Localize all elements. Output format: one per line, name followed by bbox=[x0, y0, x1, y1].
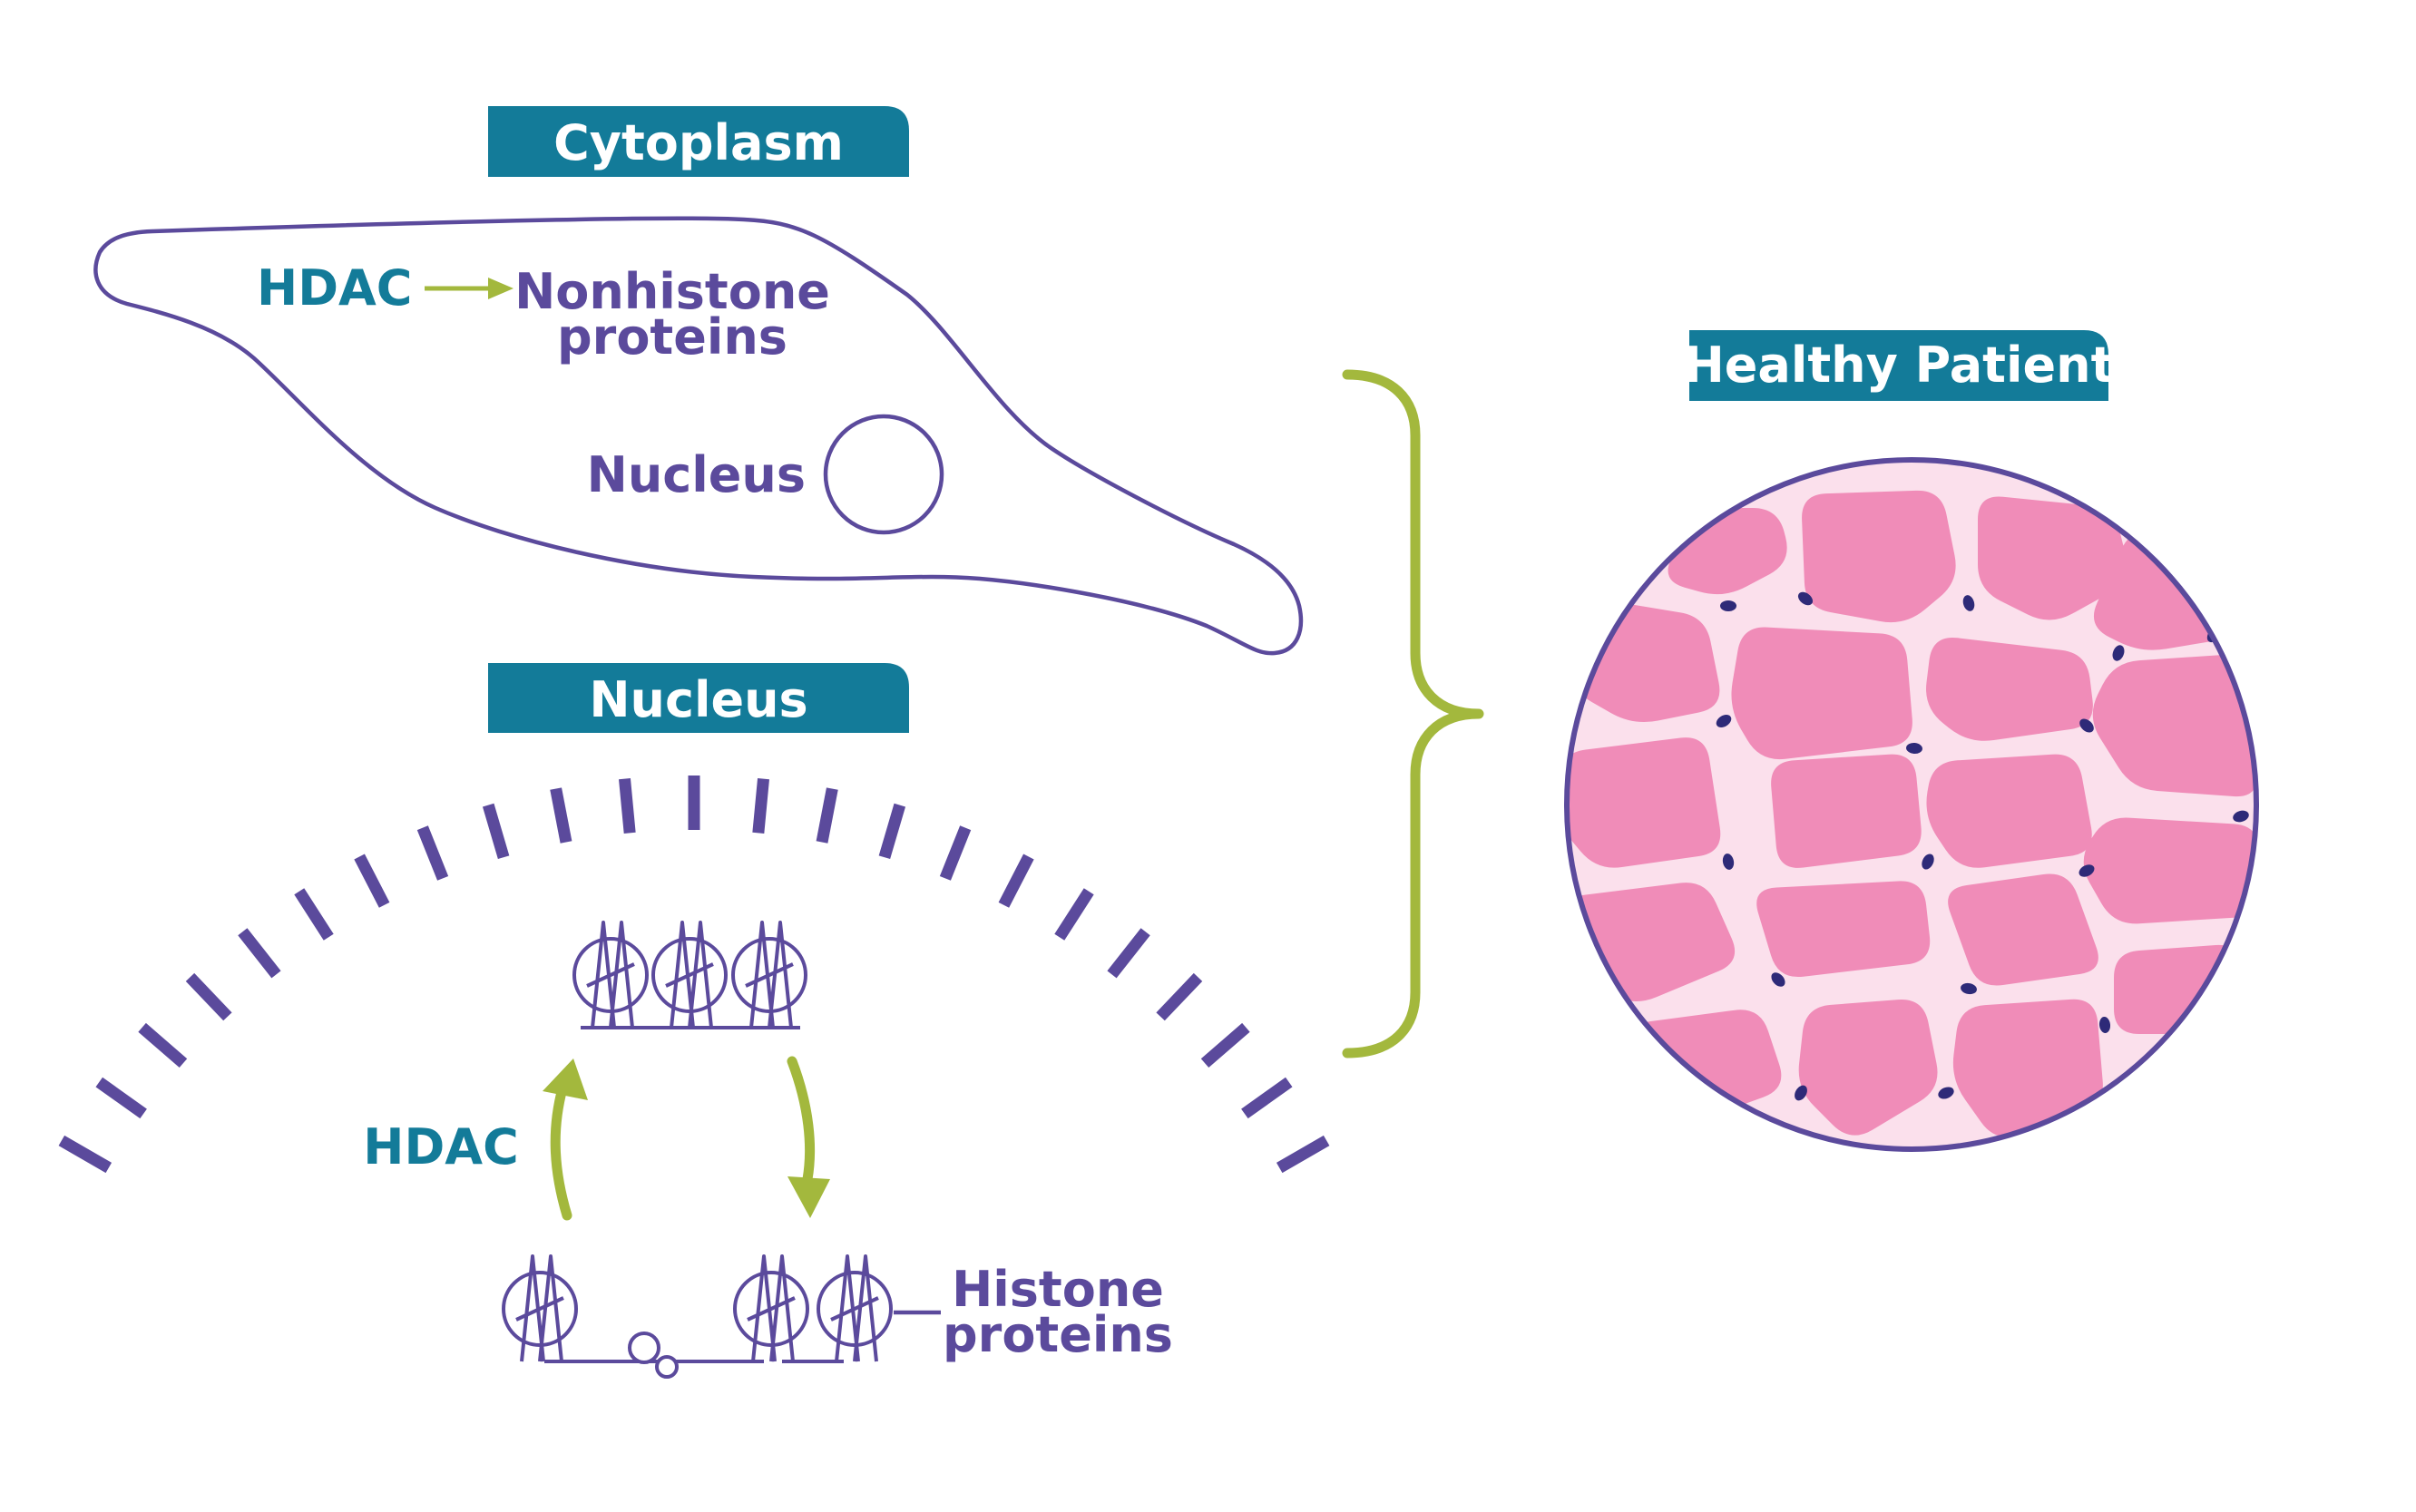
muscle-fiber bbox=[1567, 737, 1721, 868]
envelope-dash bbox=[1200, 1022, 1250, 1068]
healthy-patient-header: Healthy Patient bbox=[1684, 330, 2115, 401]
nucleosome bbox=[651, 921, 728, 1029]
healthy-tissue-micrograph bbox=[1564, 457, 2259, 1171]
histone-label-line1: Histone bbox=[952, 1261, 1164, 1318]
cytoplasm-nucleus-label: Nucleus bbox=[587, 446, 806, 503]
envelope-dash bbox=[752, 778, 769, 834]
envelope-dash bbox=[619, 778, 636, 834]
cell-nucleus-dot bbox=[1722, 854, 1735, 870]
nucleus-header: Nucleus bbox=[488, 663, 909, 733]
muscle-fiber bbox=[2092, 654, 2256, 797]
histone-label-line2: proteins bbox=[943, 1306, 1173, 1363]
cell-nucleus-dot bbox=[1962, 595, 1975, 611]
envelope-dash bbox=[1107, 928, 1150, 979]
cell-nucleus-dot bbox=[1938, 1087, 1954, 1099]
envelope-dash bbox=[354, 854, 390, 908]
condensed-chromatin bbox=[572, 921, 807, 1029]
cell-outline bbox=[93, 216, 1304, 656]
envelope-dash bbox=[1276, 1135, 1330, 1174]
muscle-fiber bbox=[1771, 754, 1922, 868]
cell-nucleus-dot bbox=[1716, 715, 1732, 727]
nucleosome bbox=[817, 1254, 893, 1362]
envelope-dash bbox=[550, 787, 572, 844]
cell-nucleus-dot bbox=[2079, 864, 2095, 877]
cell-nucleus-dot bbox=[1795, 1085, 1807, 1101]
nucleus-header-label: Nucleus bbox=[589, 671, 807, 728]
envelope-dash bbox=[1156, 972, 1203, 1021]
nucleosome bbox=[572, 921, 649, 1029]
arrow-right-icon bbox=[425, 278, 514, 299]
cell-nucleus-dot bbox=[2098, 1017, 2111, 1033]
envelope-dash bbox=[416, 825, 449, 881]
envelope-dash bbox=[294, 888, 334, 941]
cell-nucleus-dot bbox=[2079, 718, 2094, 733]
nonhistone-label-line1: Nonhistone bbox=[514, 263, 830, 320]
healthy-patient-header-label: Healthy Patient bbox=[1684, 337, 2115, 394]
envelope-dash bbox=[238, 928, 281, 979]
envelope-dash bbox=[1241, 1077, 1293, 1119]
muscle-fiber bbox=[1926, 637, 2093, 741]
relaxed-chromatin bbox=[502, 1254, 893, 1379]
muscle-fiber bbox=[1952, 999, 2103, 1137]
cell-nucleus-dot bbox=[1906, 742, 1922, 755]
nuclear-envelope bbox=[58, 776, 1330, 1174]
envelope-dash bbox=[939, 825, 972, 881]
cell-nucleus-dot bbox=[1961, 982, 1977, 995]
cell-nucleus-dot bbox=[1797, 591, 1814, 606]
nucleosome bbox=[731, 921, 807, 1029]
cytoplasm-hdac-label: HDAC bbox=[257, 259, 412, 317]
nonhistone-label-line2: proteins bbox=[557, 308, 787, 366]
envelope-dash bbox=[185, 972, 232, 1021]
cell-nucleus-dot bbox=[1697, 1127, 1714, 1140]
muscle-fiber bbox=[2083, 817, 2256, 924]
deacetylation-arrow-icon bbox=[543, 1058, 588, 1221]
nucleosome bbox=[733, 1254, 809, 1362]
cell-nucleus-dot bbox=[1771, 972, 1785, 987]
acetyl-group-icon bbox=[655, 1355, 679, 1379]
acetyl-group-icon bbox=[628, 1332, 660, 1364]
nucleosome bbox=[502, 1254, 578, 1362]
envelope-dash bbox=[138, 1022, 188, 1068]
nucleus-icon bbox=[823, 414, 944, 535]
muscle-fiber bbox=[1926, 754, 2092, 868]
envelope-dash bbox=[95, 1077, 147, 1119]
envelope-dash bbox=[58, 1135, 112, 1174]
envelope-dash bbox=[878, 803, 906, 860]
cell-nucleus-dot bbox=[1720, 600, 1736, 611]
nucleus-hdac-label: HDAC bbox=[363, 1118, 518, 1175]
cytoplasm-header-label: Cytoplasm bbox=[553, 114, 844, 171]
muscle-fiber bbox=[1756, 881, 1931, 978]
envelope-dash bbox=[1054, 888, 1094, 941]
cytoplasm-header: Cytoplasm bbox=[488, 106, 909, 177]
cell-nucleus-dot bbox=[1922, 854, 1934, 870]
muscle-fiber bbox=[1731, 627, 1912, 760]
cell-nucleus-dot bbox=[1860, 1151, 1879, 1171]
muscle-fiber bbox=[1802, 490, 1956, 623]
envelope-dash bbox=[816, 787, 838, 844]
muscle-fiber bbox=[1948, 873, 2098, 986]
curly-brace-icon bbox=[1342, 369, 1484, 1058]
envelope-dash bbox=[998, 854, 1034, 908]
cell-nucleus-dot bbox=[2233, 810, 2249, 823]
muscle-fiber bbox=[1978, 496, 2127, 620]
muscle-fiber bbox=[1798, 999, 1938, 1136]
envelope-dash bbox=[482, 803, 510, 860]
acetylation-arrow-icon bbox=[787, 1056, 830, 1218]
cell-nucleus-dot bbox=[2112, 645, 2125, 661]
